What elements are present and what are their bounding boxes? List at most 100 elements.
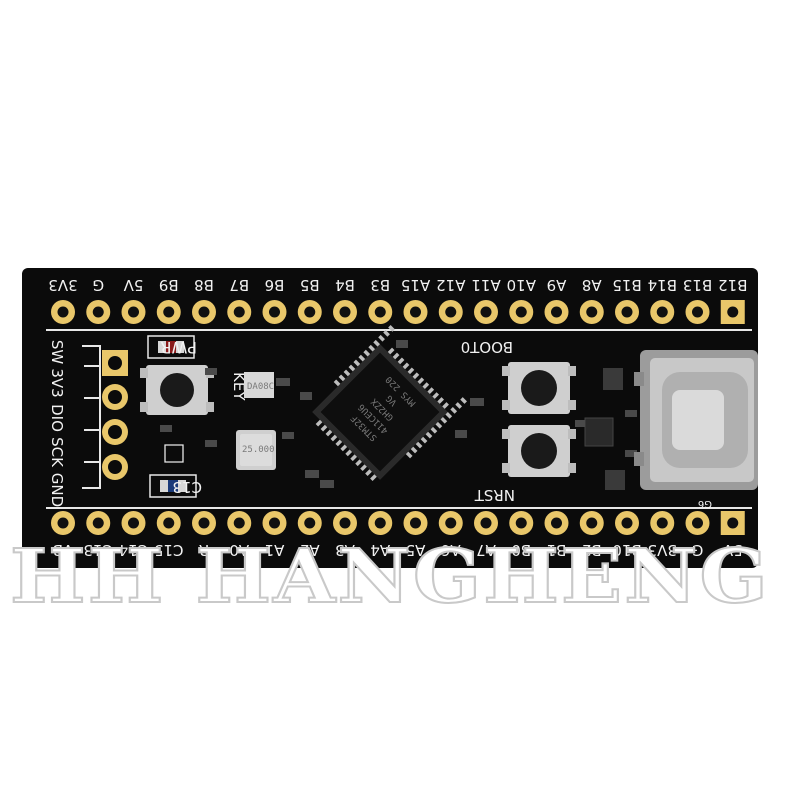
pin-label: B8: [194, 276, 214, 294]
pin-label: A0: [229, 541, 249, 559]
top-pin-pad-hole: [57, 306, 69, 318]
bottom-pin-pad-hole: [304, 517, 316, 529]
pin-label: B10: [612, 541, 641, 559]
top-pin-pad-hole: [163, 306, 175, 318]
passive-10: [305, 470, 319, 478]
passive-7: [396, 340, 408, 348]
passive-12: [575, 420, 585, 427]
regulator-marking: DA08C: [247, 382, 274, 392]
bottom-pin-pad-hole: [198, 517, 210, 529]
pin-label: A9: [547, 276, 567, 294]
usb-c-connector: [634, 350, 758, 490]
top-pin-header: [51, 300, 745, 324]
key-label: KEY: [230, 372, 248, 401]
top-pin-pad-hole: [551, 306, 562, 318]
bottom-pin-pad-hole: [586, 517, 598, 529]
pin-label: B1: [547, 541, 567, 559]
pin-label: 5V: [123, 276, 144, 294]
top-pin-pad-hole: [727, 306, 739, 318]
top-pin-pad-hole: [339, 306, 351, 318]
pin-label: A6: [441, 541, 461, 559]
passive-9: [470, 398, 484, 406]
c13-label: C13: [172, 478, 202, 496]
pin-label: A7: [476, 541, 496, 559]
bottom-pin-pad-hole: [551, 517, 562, 529]
pin-label: C14: [119, 541, 149, 559]
swd-label: GND: [48, 473, 66, 507]
top-pin-pad-hole: [92, 306, 104, 318]
pin-label: B3: [370, 276, 390, 294]
pwr-led: [147, 335, 195, 359]
pin-label: B9: [159, 276, 179, 294]
bottom-pin-pad-hole: [656, 517, 668, 529]
usb-filter-2: [605, 470, 625, 490]
pwr-label: PWR: [160, 338, 197, 357]
bottom-pin-pad-hole: [269, 517, 280, 529]
top-pin-pad-hole: [269, 306, 280, 318]
bottom-pin-header: [51, 511, 745, 535]
bottom-pin-pad-hole: [621, 517, 633, 529]
pin-label: A15: [401, 276, 430, 294]
bottom-pin-pad-hole: [480, 517, 492, 529]
bottom-pin-labels: 5VG3V3B10B2B1B0A7A6A5A4A3A2A1A0RC15C14C1…: [53, 541, 743, 559]
pin-label: A12: [436, 276, 465, 294]
top-pin-pad-hole: [128, 306, 139, 318]
nrst-button: [502, 425, 576, 477]
swd-label: DIO: [48, 404, 66, 432]
bottom-pin-pad-hole: [92, 517, 104, 529]
passive-1: [276, 378, 290, 386]
bottom-pin-pad-hole: [692, 517, 703, 529]
passive-11: [320, 480, 334, 488]
bottom-pin-pad-hole: [128, 517, 139, 529]
bottom-pin-pad-hole: [339, 517, 351, 529]
bottom-pin-pad-hole: [727, 517, 739, 529]
pin-label: A1: [265, 541, 285, 559]
swd-header: [82, 345, 128, 489]
bottom-pin-pad-hole: [410, 517, 421, 529]
bottom-pin-pad-hole: [374, 517, 386, 529]
top-pin-pad-hole: [374, 306, 386, 318]
bottom-pin-pad-hole: [445, 517, 457, 529]
bottom-pin-pad-hole: [233, 517, 245, 529]
bottom-pin-pad-hole: [57, 517, 69, 529]
transistor-outline: [164, 444, 184, 463]
pin-label: B0: [511, 541, 531, 559]
crystal: 25.000: [236, 430, 276, 470]
top-pin-pad-hole: [445, 306, 457, 318]
passive-6: [300, 392, 312, 400]
regulator: DA08C: [244, 372, 274, 398]
pin-label: A8: [582, 276, 602, 294]
passive-4: [205, 440, 217, 447]
swd-label: 3V3: [48, 368, 66, 397]
bottom-pin-pad-hole: [163, 517, 175, 529]
pin-label: B13: [683, 276, 712, 294]
top-pin-labels: B12B13B14B15A8A9A10A11A12A15B3B4B5B6B7B8…: [48, 276, 747, 294]
pin-label: C15: [154, 541, 184, 559]
swd-label: SW: [48, 340, 66, 365]
pin-label: A2: [300, 541, 320, 559]
top-pin-pad-hole: [304, 306, 316, 318]
boot0-button: [502, 362, 576, 414]
pin-label: B5: [300, 276, 320, 294]
swd-label: SCK: [48, 437, 66, 468]
pin-label: A5: [406, 541, 426, 559]
top-pin-pad-hole: [586, 306, 598, 318]
passive-5: [282, 432, 294, 439]
pin-label: C13: [83, 541, 113, 559]
top-pin-pad-hole: [692, 306, 703, 318]
crystal-marking: 25.000: [242, 445, 275, 455]
nrst-label: NRST: [474, 486, 515, 504]
pin-label: B7: [229, 276, 249, 294]
passive-3: [160, 425, 172, 432]
usb-filter-1: [603, 368, 623, 390]
pin-label: G: [692, 541, 704, 559]
pin-label: G: [92, 276, 104, 294]
top-pin-pad-hole: [656, 306, 668, 318]
bottom-pin-pad-hole: [515, 517, 527, 529]
pin-label: R: [199, 541, 209, 559]
pin-label: B15: [612, 276, 641, 294]
key-button: [140, 365, 214, 415]
